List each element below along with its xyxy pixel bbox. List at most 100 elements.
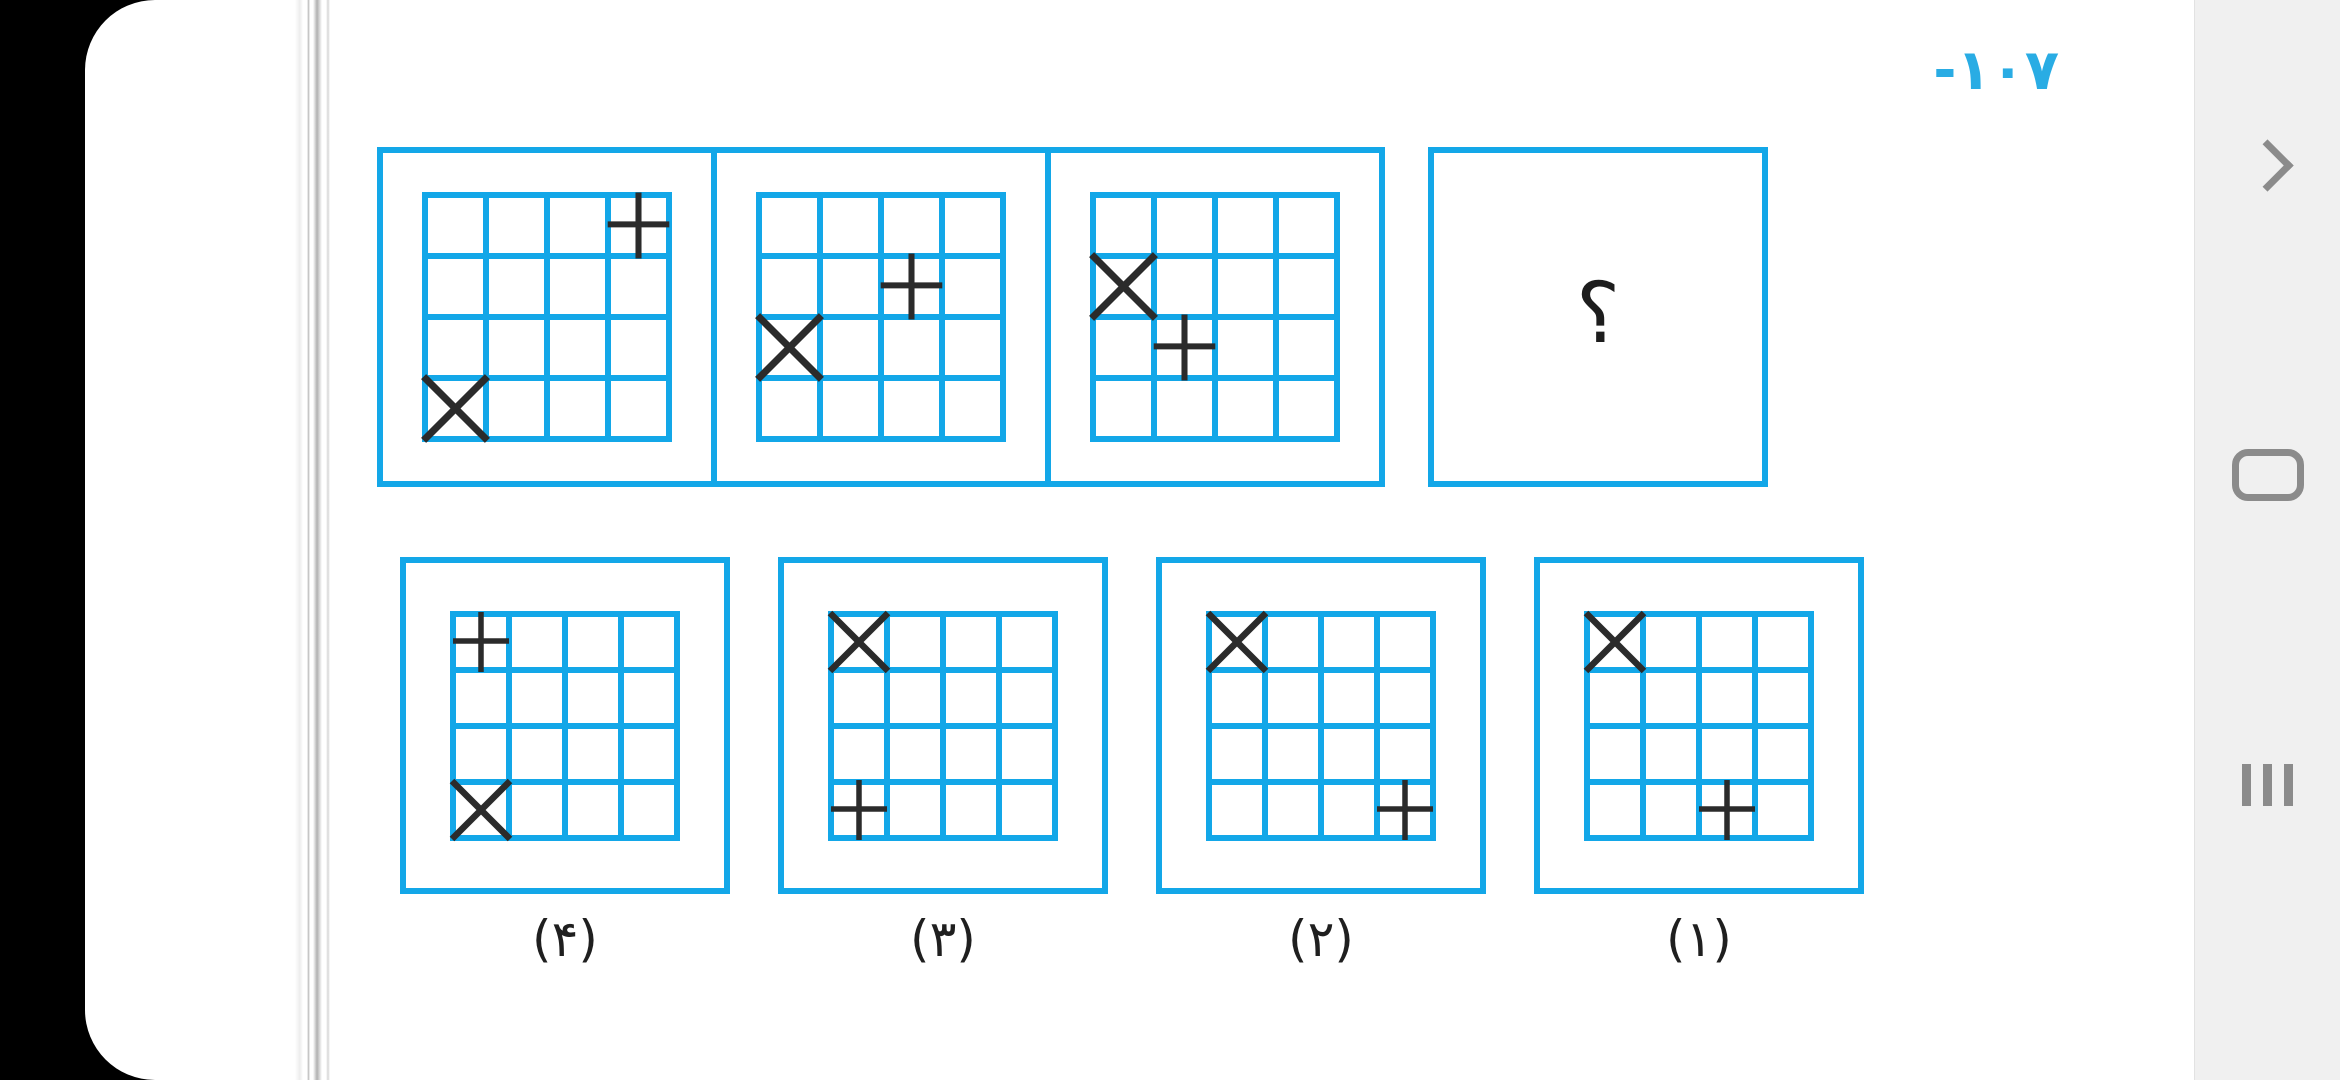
scan-gutter-artifact	[313, 0, 322, 1080]
grid-cell	[1702, 672, 1752, 723]
grid-cell	[1590, 672, 1640, 723]
grid-cell	[624, 784, 674, 835]
option-2-panel[interactable]	[1156, 557, 1486, 894]
option-3[interactable]: (۳)	[778, 557, 1108, 968]
grid-cell	[1218, 259, 1273, 314]
option-3-label: (۳)	[910, 910, 976, 968]
grid-cell	[512, 728, 562, 779]
grid-cell	[755, 313, 824, 382]
grid-cell	[1380, 672, 1430, 723]
plus-mark-icon	[453, 611, 509, 672]
scan-gutter-artifact	[307, 0, 310, 1080]
grid-cell	[1324, 784, 1374, 835]
grid-cell	[428, 320, 483, 375]
grid-cell	[1268, 616, 1318, 667]
grid-cell	[568, 616, 618, 667]
grid-cell	[1153, 314, 1216, 381]
grid-cell	[884, 320, 939, 375]
grid-cell	[823, 259, 878, 314]
plus-mark-icon	[607, 192, 670, 259]
grid-cell	[1380, 728, 1430, 779]
sequence-panel-3	[1045, 147, 1385, 487]
grid-cell	[884, 198, 939, 253]
grid-cell	[834, 728, 884, 779]
grid-cell	[1324, 728, 1374, 779]
option-3-panel[interactable]	[778, 557, 1108, 894]
grid-cell	[1646, 728, 1696, 779]
grid-cell	[762, 259, 817, 314]
home-button[interactable]	[2195, 355, 2340, 595]
grid-cell	[1218, 320, 1273, 375]
grid-cell	[834, 672, 884, 723]
grid-cell	[1212, 672, 1262, 723]
grid-cell	[1002, 616, 1052, 667]
grid-cell	[1702, 728, 1752, 779]
grid-cell	[489, 198, 544, 253]
symbol-grid	[1583, 610, 1814, 841]
back-button[interactable]	[2195, 45, 2340, 285]
answer-placeholder-panel: ؟	[1428, 147, 1768, 487]
grid-cell	[945, 198, 1000, 253]
plus-mark-icon	[1153, 314, 1216, 381]
grid-cell	[550, 320, 605, 375]
scan-gutter-artifact	[295, 0, 303, 1080]
option-2-label: (۲)	[1288, 910, 1354, 968]
symbol-grid	[421, 192, 672, 443]
grid-cell	[890, 728, 940, 779]
grid-cell	[624, 672, 674, 723]
plus-mark-icon	[1377, 779, 1433, 840]
grid-cell	[550, 198, 605, 253]
option-1[interactable]: (۱)	[1534, 557, 1864, 968]
grid-cell	[568, 728, 618, 779]
grid-cell	[945, 381, 1000, 436]
option-4-panel[interactable]	[400, 557, 730, 894]
grid-cell	[1096, 381, 1151, 436]
option-2[interactable]: (۲)	[1156, 557, 1486, 968]
grid-cell	[946, 784, 996, 835]
grid-cell	[1205, 610, 1269, 673]
grid-cell	[489, 259, 544, 314]
grid-cell	[884, 381, 939, 436]
recents-button[interactable]	[2195, 665, 2340, 905]
grid-cell	[1212, 784, 1262, 835]
grid-cell	[1324, 672, 1374, 723]
grid-cell	[1646, 616, 1696, 667]
grid-cell	[1157, 259, 1212, 314]
grid-cell	[1096, 320, 1151, 375]
grid-cell	[1583, 610, 1647, 673]
answer-options-row: (۴) (۳) (۲) (۱)	[400, 557, 1864, 968]
recents-bars-icon	[2242, 764, 2293, 806]
bottom-page-number-partial: ۱۰۸	[1974, 1076, 2077, 1080]
grid-cell	[762, 381, 817, 436]
grid-cell	[946, 672, 996, 723]
grid-cell	[1590, 784, 1640, 835]
android-navigation-bar	[2194, 0, 2340, 1080]
grid-cell	[1089, 252, 1158, 321]
grid-cell	[568, 672, 618, 723]
plus-mark-icon	[1699, 779, 1755, 840]
grid-cell	[428, 198, 483, 253]
symbol-grid	[1205, 610, 1436, 841]
grid-cell	[831, 779, 887, 840]
grid-cell	[489, 320, 544, 375]
plus-mark-icon	[831, 779, 887, 840]
option-1-panel[interactable]	[1534, 557, 1864, 894]
grid-cell	[823, 381, 878, 436]
option-4[interactable]: (۴)	[400, 557, 730, 968]
cross-mark-icon	[1089, 252, 1158, 321]
grid-cell	[1380, 616, 1430, 667]
grid-cell	[611, 320, 666, 375]
grid-cell	[890, 672, 940, 723]
grid-cell	[1157, 198, 1212, 253]
sequence-panel-1	[377, 147, 717, 487]
symbol-grid	[1089, 192, 1340, 442]
grid-cell	[1758, 672, 1808, 723]
option-1-label: (۱)	[1666, 910, 1732, 968]
grid-cell	[1268, 728, 1318, 779]
option-4-label: (۴)	[532, 910, 598, 968]
grid-cell	[823, 320, 878, 375]
grid-cell	[456, 672, 506, 723]
grid-cell	[1002, 672, 1052, 723]
cross-mark-icon	[1205, 610, 1269, 673]
